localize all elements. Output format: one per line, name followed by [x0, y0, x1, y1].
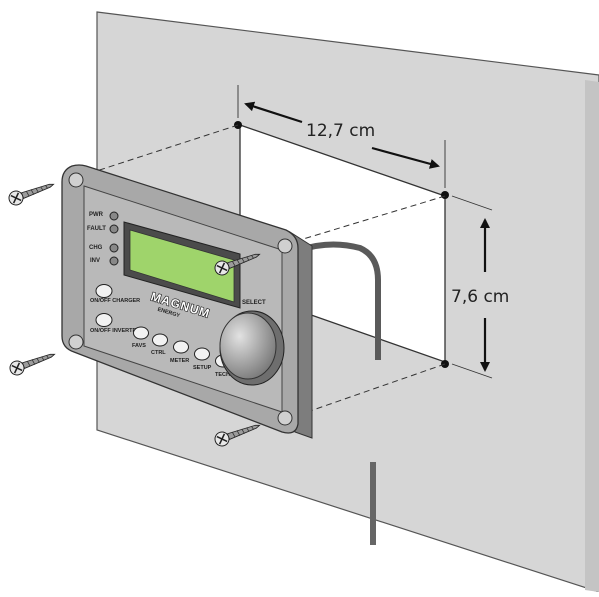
led-chg	[109, 243, 119, 253]
led-label-inv: INV	[90, 258, 100, 264]
screws	[8, 183, 261, 447]
screw-top-left	[8, 183, 55, 206]
led-label-pwr: PWR	[89, 212, 104, 218]
favs-label: FAVS	[132, 343, 146, 349]
select-label: SELECT	[242, 300, 266, 306]
width-label: 12,7 cm	[306, 121, 375, 141]
charger-button[interactable]	[95, 284, 113, 298]
led-inv	[109, 256, 119, 266]
height-dimension: 7,6 cm	[451, 218, 509, 372]
setup-label: SETUP	[193, 365, 212, 371]
select-knob[interactable]: SELECT	[219, 300, 285, 386]
hole-top-right	[441, 191, 449, 199]
ctrl-button[interactable]	[152, 333, 168, 347]
ctrl-label: CTRL	[151, 350, 166, 356]
meter-label: METER	[170, 358, 189, 364]
lcd-display	[123, 221, 241, 309]
side-buttons: ON/OFF CHARGER ON/OFF INVERTER	[90, 284, 140, 334]
screw-top-right	[214, 253, 261, 276]
remote-panel: PWR FAULT CHG INV ON/OFF CHARGER ON/OFF …	[61, 164, 313, 439]
led-label-fault: FAULT	[87, 226, 106, 232]
led-label-chg: CHG	[89, 245, 103, 251]
tech-label: TECH	[215, 372, 230, 378]
charger-button-label: ON/OFF CHARGER	[90, 298, 140, 304]
screw-bottom-left	[9, 353, 56, 376]
led-fault	[109, 224, 119, 234]
inverter-button[interactable]	[95, 313, 113, 327]
width-dimension: 12,7 cm	[244, 101, 440, 169]
setup-button[interactable]	[194, 347, 210, 361]
led-indicators: PWR FAULT CHG INV	[87, 211, 119, 266]
extension-lines	[237, 85, 493, 379]
favs-button[interactable]	[133, 326, 149, 340]
cable	[299, 241, 381, 545]
led-pwr	[109, 211, 119, 221]
inverter-button-label: ON/OFF INVERTER	[90, 328, 140, 334]
meter-button[interactable]	[173, 340, 189, 354]
height-label: 7,6 cm	[451, 287, 509, 307]
screw-bottom-right	[214, 424, 261, 447]
